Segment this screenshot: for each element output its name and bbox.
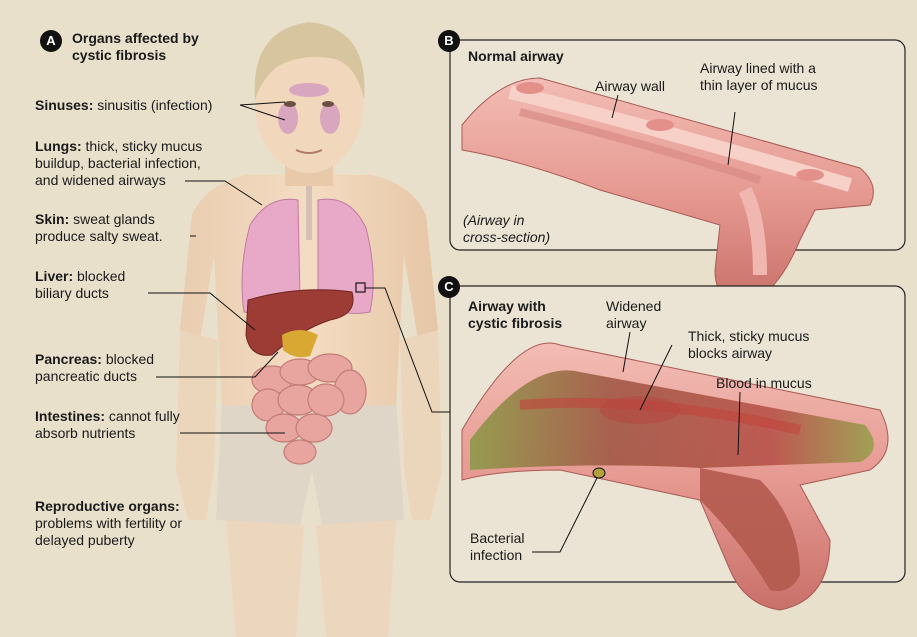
label-lungs: Lungs: thick, sticky mucus buildup, bact… xyxy=(35,138,203,188)
label-liver: Liver: blocked biliary ducts xyxy=(35,268,126,301)
label-skin: Skin: sweat glands produce salty sweat. xyxy=(35,211,163,244)
leader-lines-a xyxy=(148,101,452,434)
body-figure xyxy=(176,22,442,637)
panel-a-title: Organs affected by cystic fibrosis xyxy=(72,30,199,63)
badge-a: A xyxy=(40,30,62,52)
callout-thick-mucus: Thick, sticky mucus blocks airway xyxy=(688,328,810,361)
callout-blood: Blood in mucus xyxy=(716,375,812,391)
sinus-frontal xyxy=(289,83,329,97)
label-reproductive: Reproductive organs: problems with ferti… xyxy=(35,498,183,548)
leader-lines-b xyxy=(611,94,736,166)
sinus-right xyxy=(320,102,340,134)
panel-c-title: Airway with cystic fibrosis xyxy=(468,298,563,331)
callout-cross-section: (Airway in cross-section) xyxy=(463,212,551,245)
leader-lines-c xyxy=(532,331,741,553)
label-intestines: Intestines: cannot fully absorb nutrient… xyxy=(35,408,180,441)
callout-widened: Widened airway xyxy=(606,298,662,331)
callout-bacterial: Bacterial infection xyxy=(470,530,525,563)
callout-mucus-layer: Airway lined with a thin layer of mucus xyxy=(700,60,818,93)
label-pancreas: Pancreas: blocked pancreatic ducts xyxy=(35,351,155,384)
pancreas xyxy=(282,330,318,358)
intestines xyxy=(251,353,367,465)
panel-b-title: Normal airway xyxy=(468,48,564,64)
sinus-left xyxy=(278,102,298,134)
head xyxy=(255,37,363,173)
shorts xyxy=(216,400,404,525)
right-arm xyxy=(400,330,442,520)
badge-c: C xyxy=(438,276,460,298)
cf-airway xyxy=(461,342,889,611)
liver xyxy=(245,289,354,356)
badge-b: B xyxy=(438,30,460,52)
label-sinuses: Sinuses: sinusitis (infection) xyxy=(35,97,213,113)
callout-airway-wall: Airway wall xyxy=(595,78,666,94)
legs xyxy=(226,520,396,637)
bacteria-spot xyxy=(592,467,606,479)
hair xyxy=(254,22,365,100)
